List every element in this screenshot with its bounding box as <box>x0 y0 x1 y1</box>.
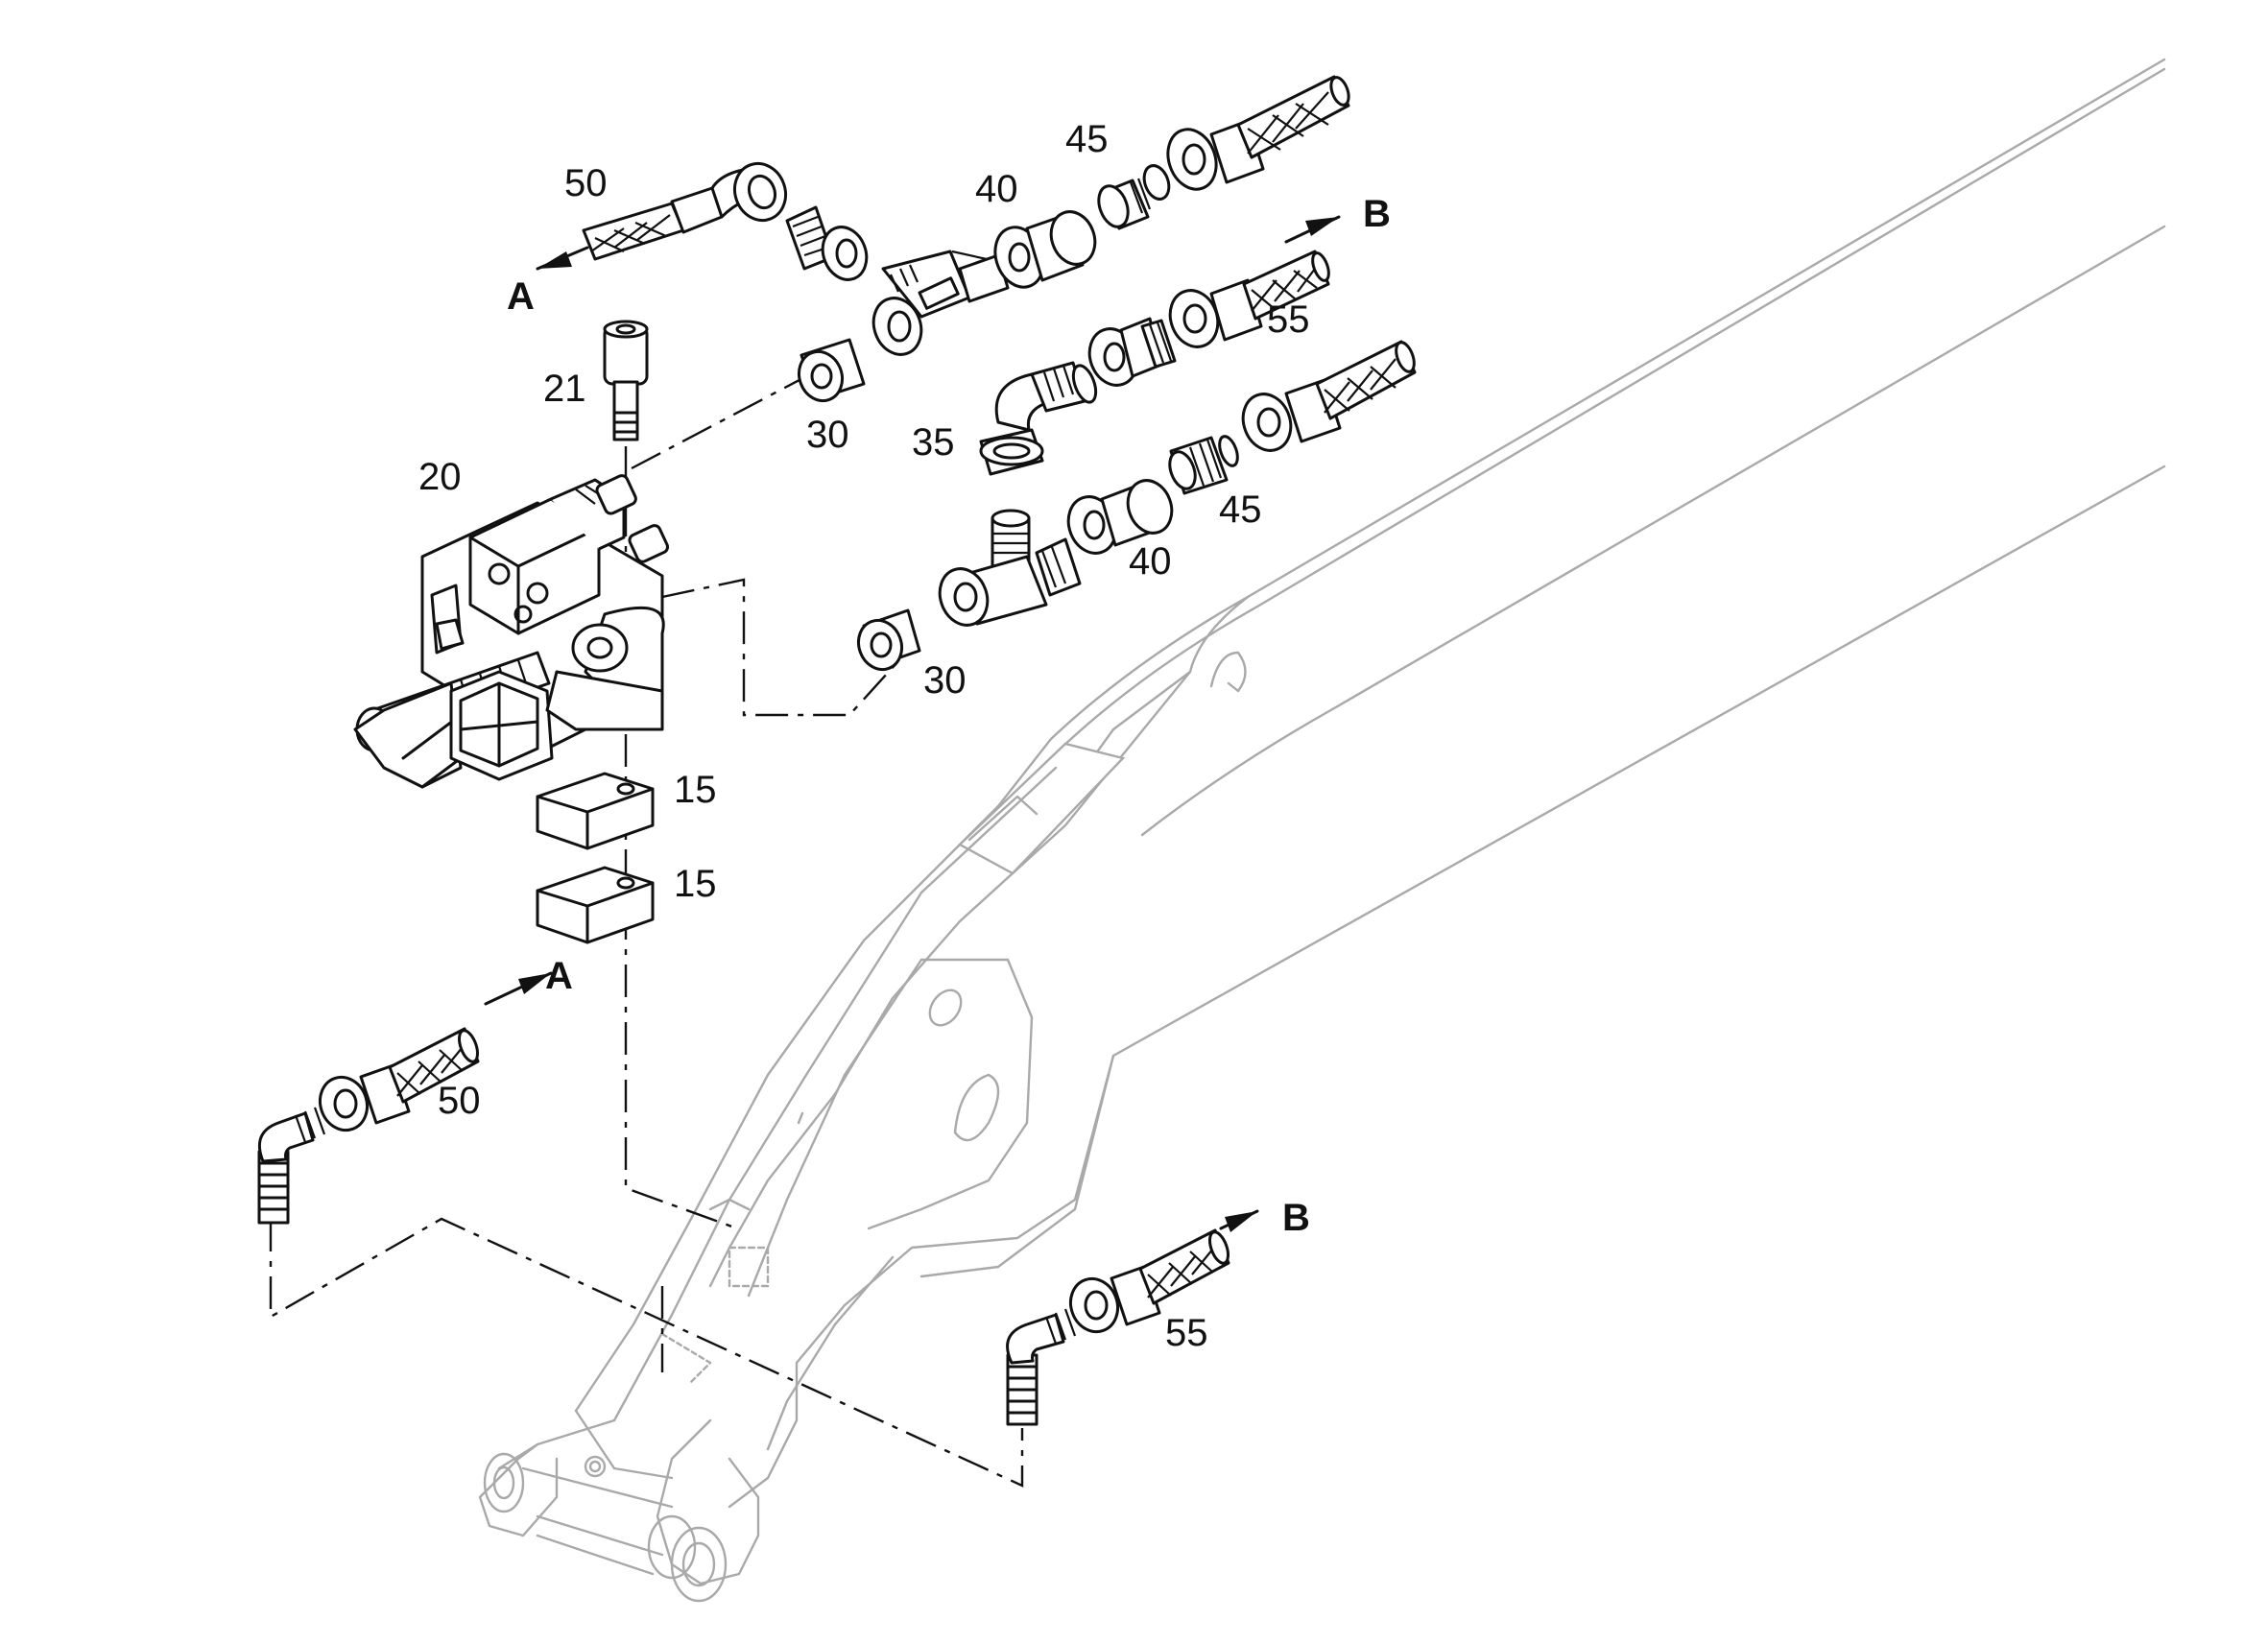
callout-40-upper: 40 <box>975 168 1018 210</box>
callout-30-lower: 30 <box>923 659 967 702</box>
callout-30-upper: 30 <box>806 414 849 456</box>
hose-50-upper <box>582 161 787 261</box>
arrow-b-upper <box>1305 217 1339 236</box>
callout-15-lower: 15 <box>674 863 717 905</box>
nut-30-lower <box>856 608 921 672</box>
arrow-b-lower <box>1225 1211 1257 1232</box>
connection-arrows <box>484 215 1341 1232</box>
connection-a-lower: A <box>545 955 573 997</box>
spacer-15-upper <box>536 772 655 850</box>
callout-20: 20 <box>418 456 462 498</box>
nut-30-upper <box>797 338 866 403</box>
callout-labels: 50 45 40 55 21 30 35 20 45 40 30 15 15 5… <box>418 118 1310 1354</box>
callout-35: 35 <box>912 421 955 464</box>
hose-55-lower <box>1006 1228 1230 1426</box>
arrow-a-upper <box>537 251 572 269</box>
arrow-a-lower <box>518 973 551 994</box>
callout-15-upper: 15 <box>674 769 717 811</box>
callout-55-lower: 55 <box>1165 1312 1208 1354</box>
hose-50-lower <box>257 1027 480 1225</box>
connection-b-upper: B <box>1363 193 1391 235</box>
callout-40-middle: 40 <box>1129 540 1172 583</box>
hose-right-middle <box>1241 340 1417 452</box>
callout-55-upper: 55 <box>1267 298 1310 341</box>
boom-arm-outline <box>478 58 2166 1603</box>
elbow-35 <box>979 361 1098 476</box>
callout-50-upper: 50 <box>564 162 608 204</box>
spacer-15-lower <box>536 866 655 944</box>
callout-50-lower: 50 <box>438 1080 481 1122</box>
fitting-45-middle <box>1168 435 1239 495</box>
connection-b-lower: B <box>1282 1197 1310 1239</box>
connection-labels: A B A B <box>507 193 1391 1239</box>
union-40-middle <box>1066 317 1177 555</box>
valve-assembly-20 <box>353 474 670 789</box>
callout-45-middle: 45 <box>1219 488 1262 531</box>
hose-55-upper <box>1168 250 1330 348</box>
tee-fitting <box>938 509 1082 627</box>
callout-21: 21 <box>543 368 586 410</box>
upper-fitting-row <box>785 75 1350 356</box>
callout-45-upper: 45 <box>1065 118 1109 160</box>
screw-21 <box>603 320 649 441</box>
connection-a-upper: A <box>507 275 535 318</box>
